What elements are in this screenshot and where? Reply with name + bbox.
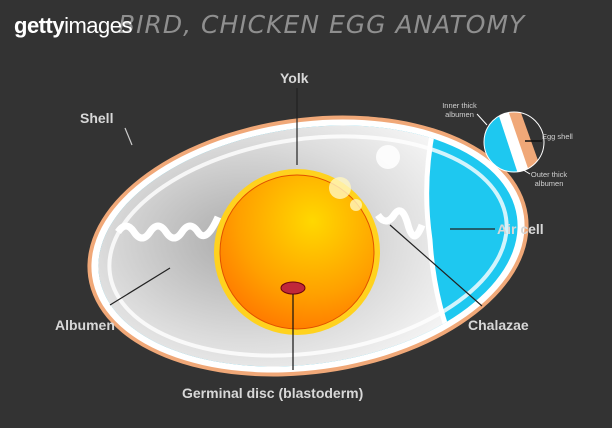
getty-images-watermark: gettyimages xyxy=(14,13,132,38)
label-germinal-disc: Germinal disc (blastoderm) xyxy=(182,385,364,401)
label-albumen: Albumen xyxy=(55,317,115,333)
label-chalazae: Chalazae xyxy=(468,317,529,333)
label-yolk: Yolk xyxy=(280,70,309,86)
leader-lines xyxy=(109,88,495,370)
chalazae xyxy=(115,207,426,242)
inset-label-inner: Inner thick albumen xyxy=(442,101,477,119)
inset-magnifier xyxy=(476,111,545,175)
label-shell: Shell xyxy=(80,110,114,126)
inset-label-egg-shell: Egg shell xyxy=(542,132,573,141)
diagram-title: BIRD, CHICKEN EGG ANATOMY xyxy=(118,10,526,39)
label-air-cell: Air cell xyxy=(497,221,544,237)
germinal-disc xyxy=(280,281,306,295)
inset-label-outer: Outer thick albumen xyxy=(530,170,568,188)
